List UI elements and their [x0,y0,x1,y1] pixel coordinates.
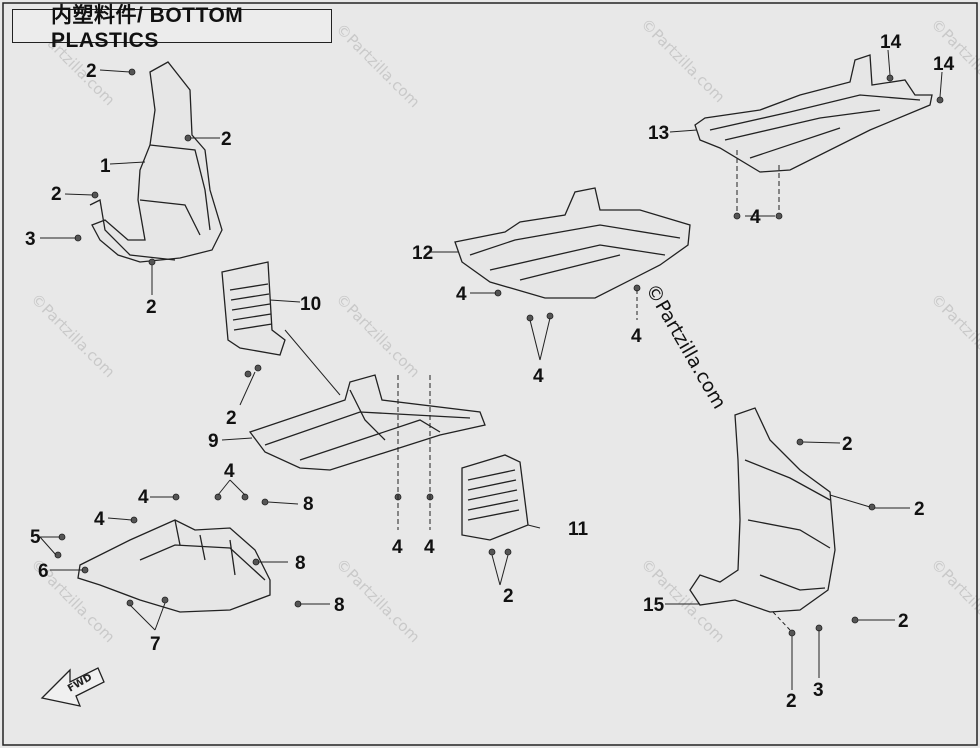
part-12-middle-skid-plate [454,187,691,299]
callout-14: 14 [880,32,902,53]
part-13-rear-skid-plate [694,54,933,173]
callout-2: 2 [226,408,237,429]
callout-4: 4 [224,461,235,482]
callout-2: 2 [914,499,925,520]
callout-1: 1 [100,156,111,177]
title-box: 内塑料件/ BOTTOM PLASTICS [12,4,332,52]
callout-2: 2 [842,434,853,455]
callout-4: 4 [533,366,544,387]
callout-2: 2 [146,297,157,318]
callout-3: 3 [813,680,824,701]
callout-15: 15 [643,595,665,616]
part-9-center-skid [248,374,486,471]
callout-14: 14 [933,54,955,75]
callout-9: 9 [208,431,219,452]
callout-7: 7 [150,634,161,655]
callout-8: 8 [295,553,306,574]
callout-4: 4 [94,509,105,530]
callout-2: 2 [786,691,797,712]
callout-2: 2 [898,611,909,632]
callout-2: 2 [221,129,232,150]
callout-4: 4 [138,487,149,508]
forward-arrow-icon: FWD [40,667,105,707]
callout-13: 13 [648,123,669,144]
callout-4: 4 [631,326,642,347]
part-7-lower-bracket [77,519,271,613]
callout-2: 2 [86,61,97,82]
callout-6: 6 [38,561,49,582]
callout-12: 12 [412,243,433,264]
callout-2: 2 [503,586,514,607]
callout-8: 8 [334,595,345,616]
callout-5: 5 [30,527,41,548]
callout-11: 11 [568,519,589,540]
part-15-right-lower-guard [689,407,836,613]
part-10-vent-panel [221,261,286,356]
callout-4: 4 [456,284,467,305]
callout-8: 8 [303,494,314,515]
callout-10: 10 [300,294,321,315]
part-11-vent-panel [461,454,529,541]
page-title: 内塑料件/ BOTTOM PLASTICS [51,4,244,52]
part-1-left-lower-guard [89,61,223,263]
callout-4: 4 [424,537,435,558]
callout-4: 4 [392,537,403,558]
callout-labels: 1 2 2 2 2 3 10 2 9 4 4 4 8 8 8 5 6 7 12 … [25,32,955,712]
callout-2: 2 [51,184,62,205]
callout-3: 3 [25,229,36,250]
leader-lines [39,49,943,690]
callout-4: 4 [750,207,761,228]
